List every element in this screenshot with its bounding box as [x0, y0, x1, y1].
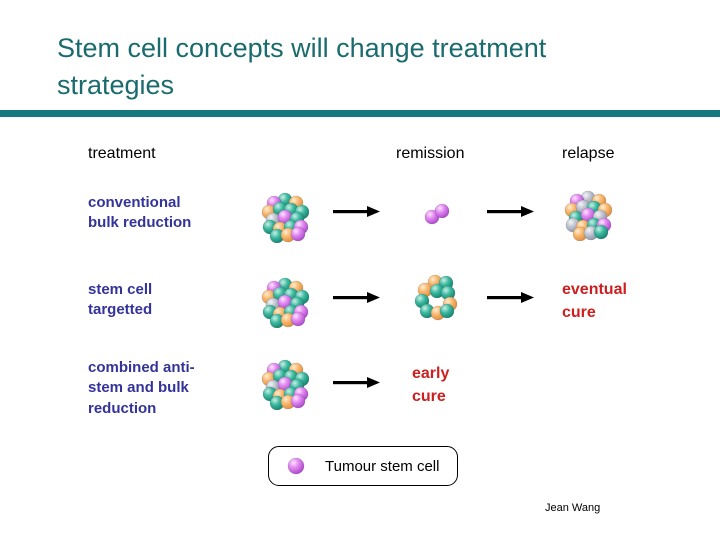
title-rule: [0, 110, 720, 117]
row-label-conventional-bulk: conventional bulk reduction: [88, 194, 192, 232]
legend-box: Tumour stem cell: [268, 446, 458, 486]
outcome-eventual-cure: eventual cure: [562, 281, 627, 322]
relapsed-tumour-cluster-icon: [564, 189, 613, 242]
arrow-right-icon: [333, 376, 381, 389]
column-header-relapse: relapse: [562, 145, 615, 162]
row-label-combined: combined anti- stem and bulk reduction: [88, 359, 195, 417]
slide-title: Stem cell concepts will change treatment…: [57, 33, 547, 101]
arrow-right-icon: [333, 205, 381, 218]
column-header-remission: remission: [396, 145, 465, 162]
tumour-bulk-cluster-icon: [261, 358, 310, 411]
arrow-right-icon: [487, 205, 535, 218]
column-header-treatment: treatment: [88, 145, 156, 162]
tumour-stem-cells-icon: [421, 200, 455, 228]
tumour-no-stem-cluster-icon: [414, 273, 460, 323]
legend-label: Tumour stem cell: [325, 457, 440, 475]
tumour-stem-cell-legend-icon: [287, 457, 305, 475]
arrow-right-icon: [487, 291, 535, 304]
outcome-early-cure: early cure: [412, 365, 450, 406]
tumour-bulk-cluster-icon: [261, 276, 310, 329]
arrow-right-icon: [333, 291, 381, 304]
row-label-stem-cell-targetted: stem cell targetted: [88, 281, 153, 319]
tumour-bulk-cluster-icon: [261, 191, 310, 244]
author-credit: Jean Wang: [545, 502, 601, 514]
